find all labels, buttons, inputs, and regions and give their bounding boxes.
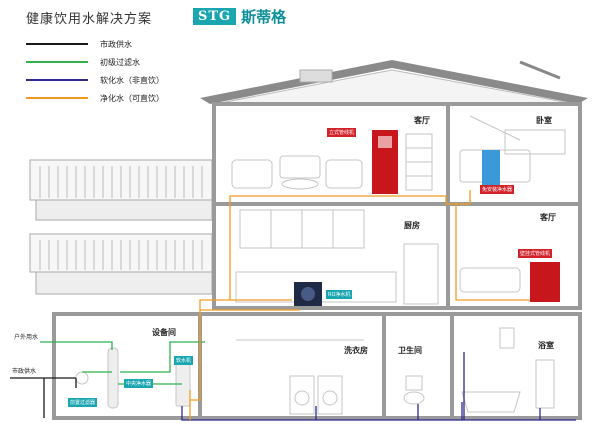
roof	[200, 60, 588, 105]
legend-item-prefilter: 初级过滤水	[26, 54, 164, 70]
house-walls	[52, 102, 582, 420]
label-vertical-dispenser: 立式管线机	[327, 128, 357, 137]
label-ro-machine: RO净水机	[326, 290, 353, 299]
pipe-soft	[181, 352, 576, 421]
legend-label-pure: 净化水（可直饮）	[100, 93, 164, 103]
page-title: 健康饮用水解决方案	[26, 12, 153, 27]
legend-item-soft: 软化水（非直饮）	[26, 72, 164, 88]
label-outdoor-water: 户外用水	[14, 334, 39, 341]
legend-item-municipal: 市政供水	[26, 36, 164, 52]
label-pre-filter: 前置过滤器	[68, 398, 98, 407]
device-shapes	[294, 130, 560, 306]
room-living-mid: 客厅	[540, 213, 556, 222]
legend-label-soft: 软化水（非直饮）	[100, 75, 164, 85]
legend-label-prefilter: 初级过滤水	[100, 57, 140, 67]
logo-text: STG	[193, 8, 237, 25]
legend-item-pure: 净化水（可直饮）	[26, 90, 164, 106]
bedroom-purifier-unit	[482, 150, 500, 186]
legend-line-municipal	[26, 43, 88, 45]
interior-sketches	[75, 115, 566, 415]
logo-cn: 斯蒂格	[241, 8, 287, 26]
legend-line-pure	[26, 97, 88, 99]
label-softener: 软水机	[174, 356, 194, 365]
wall-dispenser-unit	[530, 262, 560, 302]
balcony-rails	[39, 166, 203, 270]
brand-logo: STG 斯蒂格	[193, 7, 286, 26]
pipe-pure	[189, 190, 530, 420]
label-municipal-water: 市政供水	[12, 368, 37, 375]
room-bathroom: 浴室	[538, 341, 554, 350]
label-wall-dispenser: 壁挂式管线机	[518, 249, 553, 258]
legend-line-soft	[26, 79, 88, 81]
legend: 市政供水 初级过滤水 软化水（非直饮） 净化水（可直饮）	[26, 36, 164, 108]
legend-line-prefilter	[26, 61, 88, 63]
pipe-municipal	[10, 377, 77, 418]
label-central-purifier: 中央净水器	[124, 379, 154, 388]
legend-label-municipal: 市政供水	[100, 39, 132, 49]
label-bedroom-purifier: 免安装净水器	[480, 185, 515, 194]
room-laundry: 洗衣房	[344, 346, 368, 355]
room-toilet: 卫生间	[398, 346, 422, 355]
left-balcony	[29, 159, 213, 295]
room-equipment: 设备间	[152, 328, 176, 337]
room-bedroom: 卧室	[536, 116, 552, 125]
room-living-top: 客厅	[414, 116, 430, 125]
room-kitchen: 厨房	[404, 221, 420, 230]
